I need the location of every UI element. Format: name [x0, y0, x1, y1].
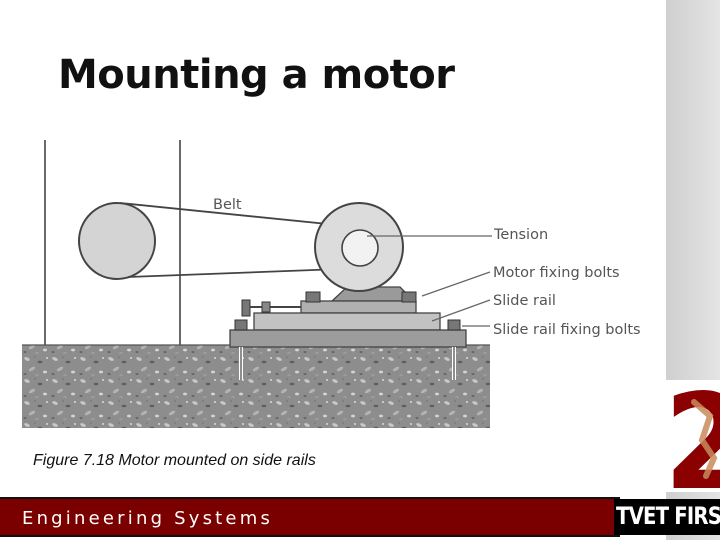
label-tension: Tension [493, 227, 548, 243]
ground [22, 345, 490, 428]
figure-caption: Figure 7.18 Motor mounted on side rails [33, 452, 316, 469]
motor-plate [300, 300, 417, 314]
motor-mounting-diagram: Belt Tension Motor fixing bolts Slide ra… [22, 140, 641, 428]
label-motor-fixing-bolts: Motor fixing bolts [493, 265, 620, 281]
logo-number: 2 [666, 380, 720, 492]
motor-pulley [341, 229, 379, 267]
driven-pulley [78, 202, 156, 280]
slide-title: Mounting a motor [58, 52, 455, 98]
label-belt: Belt [213, 197, 242, 213]
label-slide-rail-fixing-bolts: Slide rail fixing bolts [493, 322, 641, 338]
tvet-first-logo [614, 499, 720, 535]
slide-rail [253, 312, 441, 331]
label-slide-rail: Slide rail [493, 293, 556, 309]
footer-bar [0, 497, 620, 537]
logo-text: TVET FIRST [616, 502, 720, 530]
base-frame [229, 329, 467, 348]
footer-text: Engineering Systems [22, 508, 274, 529]
logo-number-graphic: 2 [666, 380, 720, 492]
